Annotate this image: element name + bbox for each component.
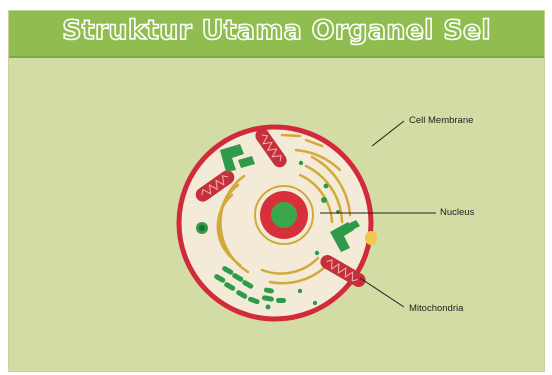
label-cell-membrane: Cell Membrane [409, 115, 473, 126]
nucleus [255, 186, 313, 244]
vacuole [365, 231, 377, 245]
label-mitochondria: Mitochondria [409, 303, 463, 314]
lysosome [196, 222, 208, 234]
label-nucleus: Nucleus [440, 207, 474, 218]
